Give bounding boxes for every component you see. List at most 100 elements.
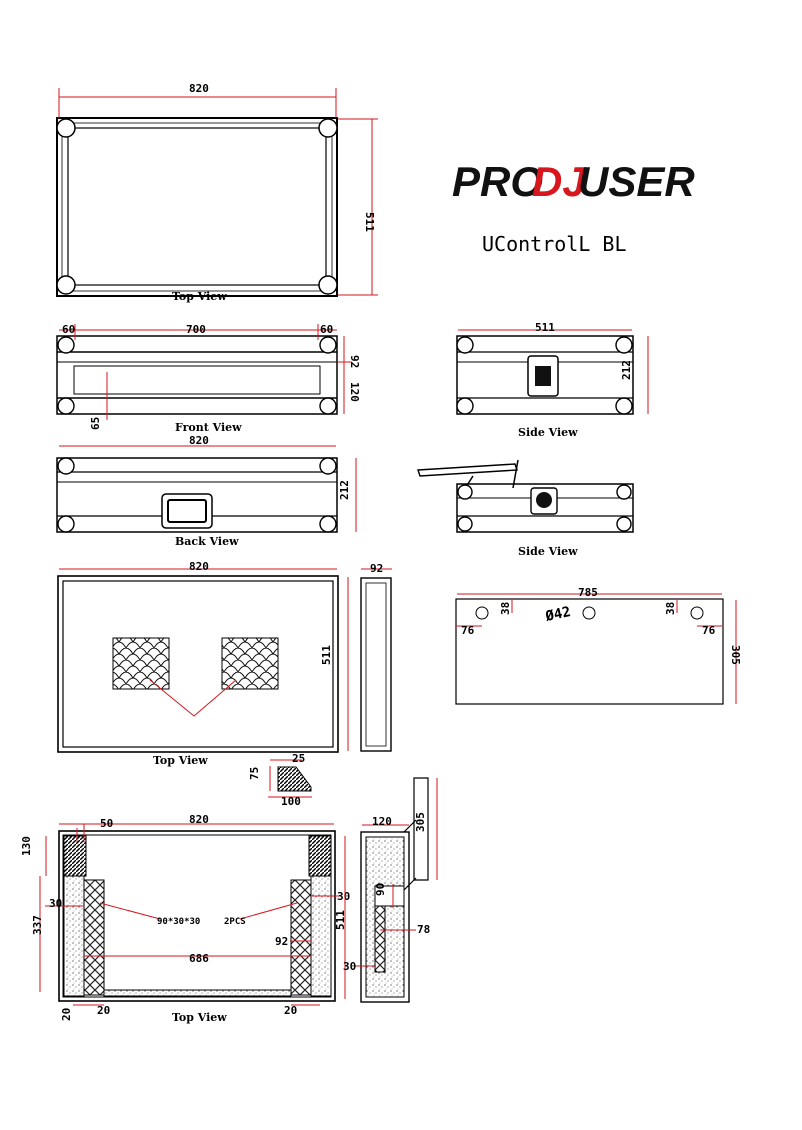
dim-mid: 700	[186, 323, 206, 336]
leader-line	[239, 902, 298, 920]
lid-outline	[57, 575, 339, 753]
dim-337: 337	[31, 915, 44, 935]
dim-30b: 30	[337, 890, 350, 903]
support-block	[374, 905, 386, 973]
product-name: UControlL BL	[482, 232, 627, 256]
lid-side-section	[360, 577, 392, 752]
dim-t: 25	[292, 752, 305, 765]
dim-20a: 20	[60, 1008, 73, 1021]
hole-icon	[475, 606, 489, 620]
lid-inner	[62, 580, 334, 748]
lid-side-inner	[365, 582, 387, 747]
view-label: Side View	[518, 545, 578, 558]
dim-width: 820	[189, 82, 209, 95]
dim-78: 78	[417, 923, 430, 936]
foam-strip	[63, 875, 85, 997]
dim-130: 130	[20, 836, 33, 856]
dim-hole: Ø42	[543, 604, 572, 625]
handle-grip-icon	[167, 499, 207, 523]
lid-strut	[403, 819, 417, 833]
lid-stand	[413, 777, 429, 881]
foam-floor	[103, 989, 292, 997]
corner-ball-icon	[457, 484, 473, 500]
dim-width: 820	[189, 813, 209, 826]
dim-width: 785	[578, 586, 598, 599]
dim-width: 820	[189, 434, 209, 447]
dim-h1: 92	[348, 355, 361, 368]
support-block	[83, 879, 105, 996]
corner-ball-icon	[56, 118, 76, 138]
corner-ball-icon	[57, 397, 75, 415]
logo-text-pro: PRO	[452, 158, 543, 205]
corner-ball-icon	[319, 457, 337, 475]
dim-width: 820	[189, 560, 209, 573]
leader-line	[99, 902, 161, 920]
case-outline	[456, 335, 634, 415]
case-outline	[56, 117, 338, 297]
front-view: 60 700 60 92 120 65 Front View	[56, 323, 361, 434]
dim-height: 212	[620, 360, 633, 380]
dim-offset-right: 38	[664, 602, 677, 615]
logo-text-dj: DJ	[532, 158, 587, 205]
back-view: 820 212 Back View	[56, 434, 357, 548]
dim-height: 511	[363, 212, 376, 232]
dim-offset-left: 38	[499, 602, 512, 615]
corner-ball-icon	[56, 275, 76, 295]
dim-90: 90	[374, 883, 387, 896]
dim-20b: 20	[97, 1004, 110, 1017]
case-outline	[58, 830, 336, 1002]
view-label: Top View	[172, 290, 227, 303]
dim-w: 100	[281, 795, 301, 808]
view-label: Front View	[175, 421, 242, 434]
corner-ball-icon	[616, 516, 632, 532]
hole-icon	[690, 606, 704, 620]
case-outline	[456, 483, 634, 533]
case-rail	[61, 122, 333, 292]
wedge-block	[277, 766, 312, 792]
corner-ball-icon	[615, 336, 633, 354]
dim-width: 511	[535, 321, 555, 334]
corner-ball-icon	[57, 336, 75, 354]
dim-inset-right: 76	[702, 624, 716, 637]
dim-height: 511	[320, 645, 333, 665]
corner-ball-icon	[319, 397, 337, 415]
dim-left: 60	[62, 323, 75, 336]
note-block-size: 90*30*30	[157, 917, 200, 927]
cavity	[73, 365, 321, 395]
top-view-3: 820 50 130 337 30 686 92 30 511 20 20 20…	[20, 813, 350, 1024]
panel-outline	[455, 598, 724, 705]
corner-ball-icon	[456, 397, 474, 415]
corner-ball-icon	[457, 516, 473, 532]
dim-height: 305	[729, 645, 742, 665]
top-view-1: 820 511 Top View	[56, 82, 378, 303]
case-outline	[56, 335, 338, 415]
foam-pad	[221, 637, 279, 690]
leader-line	[149, 679, 237, 717]
corner-ball-icon	[319, 515, 337, 533]
dim-120: 120	[372, 815, 392, 828]
corner-ball-icon	[57, 515, 75, 533]
dim-50: 50	[100, 817, 113, 830]
logo-text-user: USER	[578, 158, 695, 205]
foam-strip	[310, 875, 332, 997]
dim-30a: 30	[49, 897, 62, 910]
side-view-2: Side View	[417, 459, 634, 558]
case-outline	[56, 457, 338, 533]
top-view-2: 820 511 92 Top View	[57, 560, 392, 767]
note-pieces: 2PCS	[224, 917, 246, 927]
dim-20c: 20	[284, 1004, 297, 1017]
dim-h: 75	[248, 767, 261, 780]
dim-right: 60	[320, 323, 333, 336]
open-lid	[417, 463, 518, 477]
dim-30: 30	[343, 960, 356, 973]
handle-grip-icon	[536, 492, 552, 508]
side-view-1: 511 212 Side View	[456, 321, 649, 439]
panel-view: 785 305 76 76 38 38 Ø42	[455, 586, 742, 705]
hole-icon	[582, 606, 596, 620]
dim-height: 212	[338, 480, 351, 500]
view-label: Back View	[175, 535, 239, 548]
handle-grip-icon	[535, 366, 551, 386]
case-inner	[67, 127, 327, 286]
dim-92: 92	[275, 935, 288, 948]
